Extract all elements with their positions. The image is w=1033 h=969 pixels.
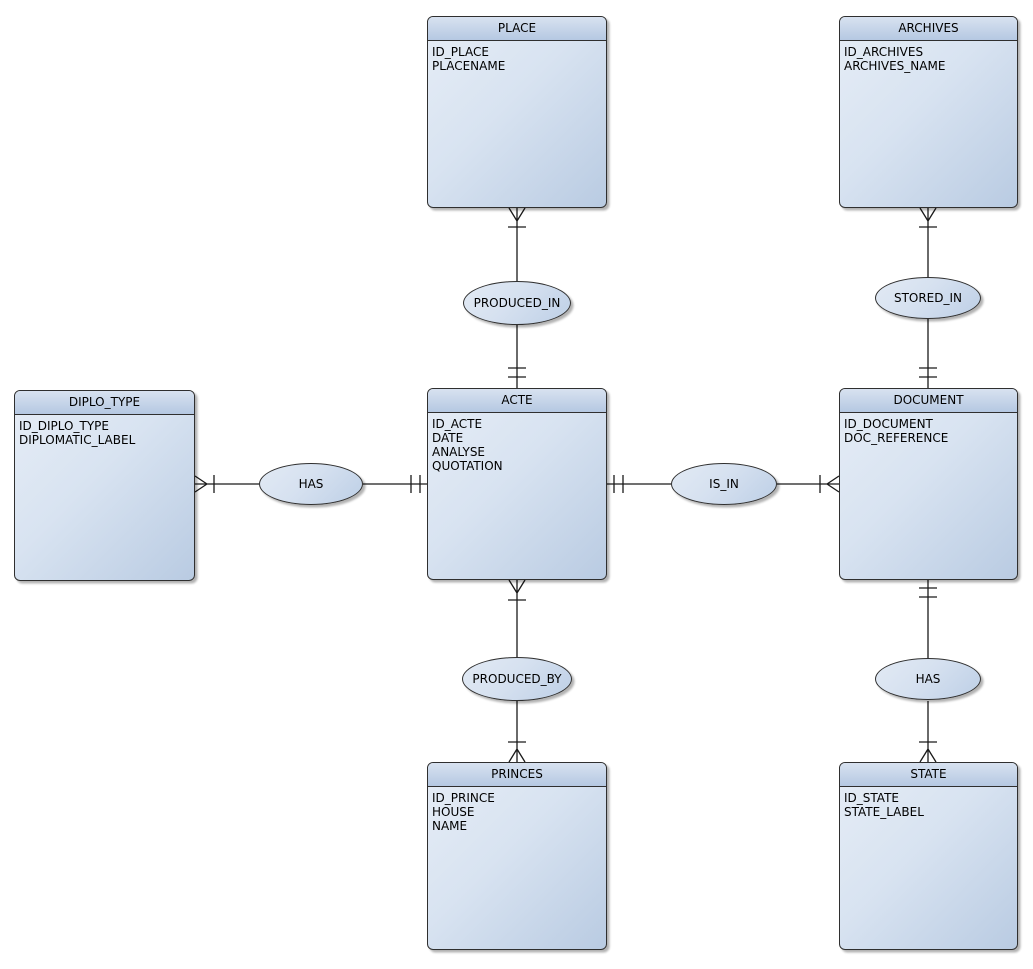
- entity-princes[interactable]: PRINCES ID_PRINCE HOUSE NAME: [427, 762, 607, 950]
- entity-diplo-type[interactable]: DIPLO_TYPE ID_DIPLO_TYPE DIPLOMATIC_LABE…: [14, 390, 195, 581]
- entity-state[interactable]: STATE ID_STATE STATE_LABEL: [839, 762, 1018, 950]
- entity-document-title: DOCUMENT: [840, 389, 1017, 413]
- entity-archives-attributes: ID_ARCHIVES ARCHIVES_NAME: [844, 45, 946, 73]
- relationship-produced-by[interactable]: PRODUCED_BY: [462, 657, 572, 701]
- connector-diplo-type-has[interactable]: [194, 475, 259, 493]
- relationship-has-state-label: HAS: [915, 672, 941, 686]
- relationship-produced-by-label: PRODUCED_BY: [472, 672, 562, 686]
- entity-diplo-type-title: DIPLO_TYPE: [15, 391, 194, 415]
- entity-princes-title: PRINCES: [428, 763, 606, 787]
- connector-stored-in-document[interactable]: [919, 319, 937, 388]
- relationship-is-in[interactable]: IS_IN: [671, 463, 777, 505]
- relationship-produced-in-label: PRODUCED_IN: [473, 296, 561, 310]
- entity-place[interactable]: PLACE ID_PLACE PLACENAME: [427, 16, 607, 208]
- entity-princes-attributes: ID_PRINCE HOUSE NAME: [432, 791, 495, 833]
- entity-place-title: PLACE: [428, 17, 606, 41]
- entity-state-title: STATE: [840, 763, 1017, 787]
- entity-archives-title: ARCHIVES: [840, 17, 1017, 41]
- entity-document-attributes: ID_DOCUMENT DOC_REFERENCE: [844, 417, 949, 445]
- connector-acte-produced-by[interactable]: [508, 579, 526, 657]
- connector-place-produced-in[interactable]: [508, 207, 526, 281]
- entity-acte[interactable]: ACTE ID_ACTE DATE ANALYSE QUOTATION: [427, 388, 607, 580]
- connector-produced-in-acte[interactable]: [508, 325, 526, 388]
- relationship-stored-in-label: STORED_IN: [893, 291, 963, 305]
- relationship-has-state[interactable]: HAS: [875, 658, 981, 700]
- relationship-produced-in[interactable]: PRODUCED_IN: [463, 281, 571, 325]
- relationship-has-diplo-type-label: HAS: [298, 477, 324, 491]
- entity-place-attributes: ID_PLACE PLACENAME: [432, 45, 506, 73]
- entity-acte-title: ACTE: [428, 389, 606, 413]
- relationship-is-in-label: IS_IN: [709, 477, 739, 491]
- connector-is-in-document[interactable]: [777, 475, 840, 493]
- connector-archives-stored-in[interactable]: [919, 207, 937, 277]
- relationship-stored-in[interactable]: STORED_IN: [875, 277, 981, 319]
- entity-acte-attributes: ID_ACTE DATE ANALYSE QUOTATION: [432, 417, 503, 473]
- connector-has-acte[interactable]: [363, 475, 427, 493]
- connector-has-state[interactable]: [919, 701, 937, 763]
- entity-diplo-type-attributes: ID_DIPLO_TYPE DIPLOMATIC_LABEL: [19, 419, 136, 447]
- relationship-has-diplo-type[interactable]: HAS: [259, 463, 363, 505]
- entity-archives[interactable]: ARCHIVES ID_ARCHIVES ARCHIVES_NAME: [839, 16, 1018, 208]
- connector-produced-by-princes[interactable]: [508, 701, 526, 763]
- entity-state-attributes: ID_STATE STATE_LABEL: [844, 791, 924, 819]
- connector-acte-is-in[interactable]: [607, 475, 671, 493]
- connector-document-has[interactable]: [919, 580, 937, 658]
- entity-document[interactable]: DOCUMENT ID_DOCUMENT DOC_REFERENCE: [839, 388, 1018, 580]
